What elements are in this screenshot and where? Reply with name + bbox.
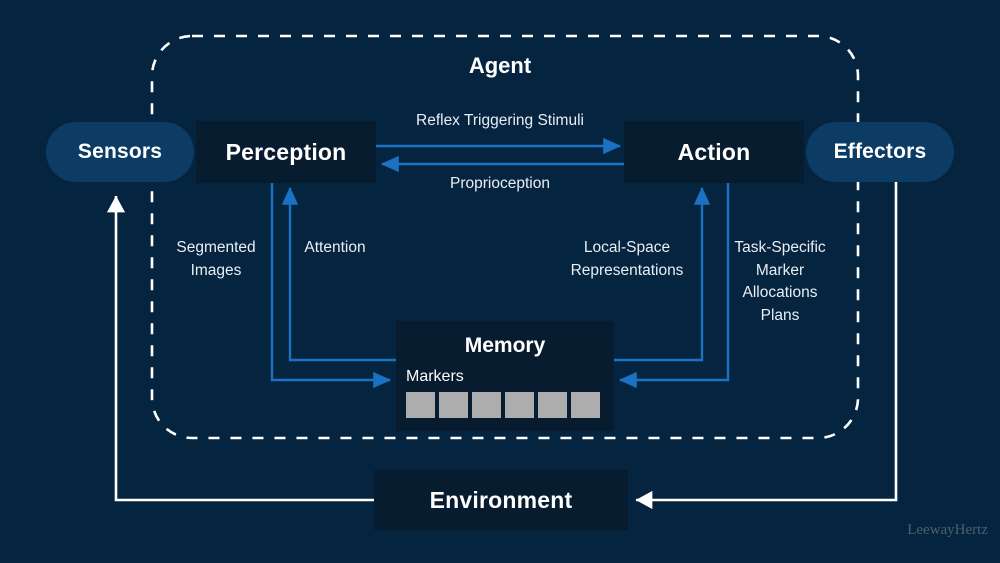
node-environment[interactable]: Environment <box>374 470 628 530</box>
marker-cell[interactable] <box>472 392 501 418</box>
marker-cell[interactable] <box>505 392 534 418</box>
node-perception[interactable]: Perception <box>196 121 376 183</box>
marker-cell[interactable] <box>406 392 435 418</box>
node-memory-label: Memory <box>464 334 546 357</box>
edge-label-task-specific: Task-Specific Marker Allocations Plans <box>734 239 826 324</box>
node-effectors-label: Effectors <box>833 140 927 163</box>
edge-label-attention: Attention <box>304 239 366 256</box>
edge-label-reflex: Reflex Triggering Stimuli <box>416 112 584 129</box>
markers-label: Markers <box>406 368 464 385</box>
node-action[interactable]: Action <box>624 121 804 183</box>
marker-cell[interactable] <box>571 392 600 418</box>
edge-segmented-images <box>270 183 392 389</box>
edge-environment-to-sensors <box>106 195 375 502</box>
node-action-label: Action <box>677 138 751 165</box>
node-sensors-label: Sensors <box>77 140 163 163</box>
node-environment-label: Environment <box>429 486 573 513</box>
marker-cell[interactable] <box>538 392 567 418</box>
page-title: Agent <box>468 53 532 78</box>
watermark: LeewayHertz <box>907 522 988 538</box>
node-perception-label: Perception <box>225 138 347 165</box>
node-memory[interactable]: Memory Markers <box>396 321 614 431</box>
markers-row <box>406 392 614 418</box>
edge-effectors-to-environment <box>635 182 898 510</box>
edge-local-space <box>614 186 711 362</box>
agent-boundary <box>150 34 860 440</box>
edge-label-local-space: Local-Space Representations <box>570 239 684 279</box>
edge-label-proprioception: Proprioception <box>450 175 550 192</box>
node-sensors[interactable]: Sensors <box>46 122 194 182</box>
edge-attention <box>281 186 396 362</box>
edge-task-specific <box>618 183 730 389</box>
node-effectors[interactable]: Effectors <box>806 122 954 182</box>
edge-label-segmented-images: Segmented Images <box>176 239 256 279</box>
marker-cell[interactable] <box>439 392 468 418</box>
